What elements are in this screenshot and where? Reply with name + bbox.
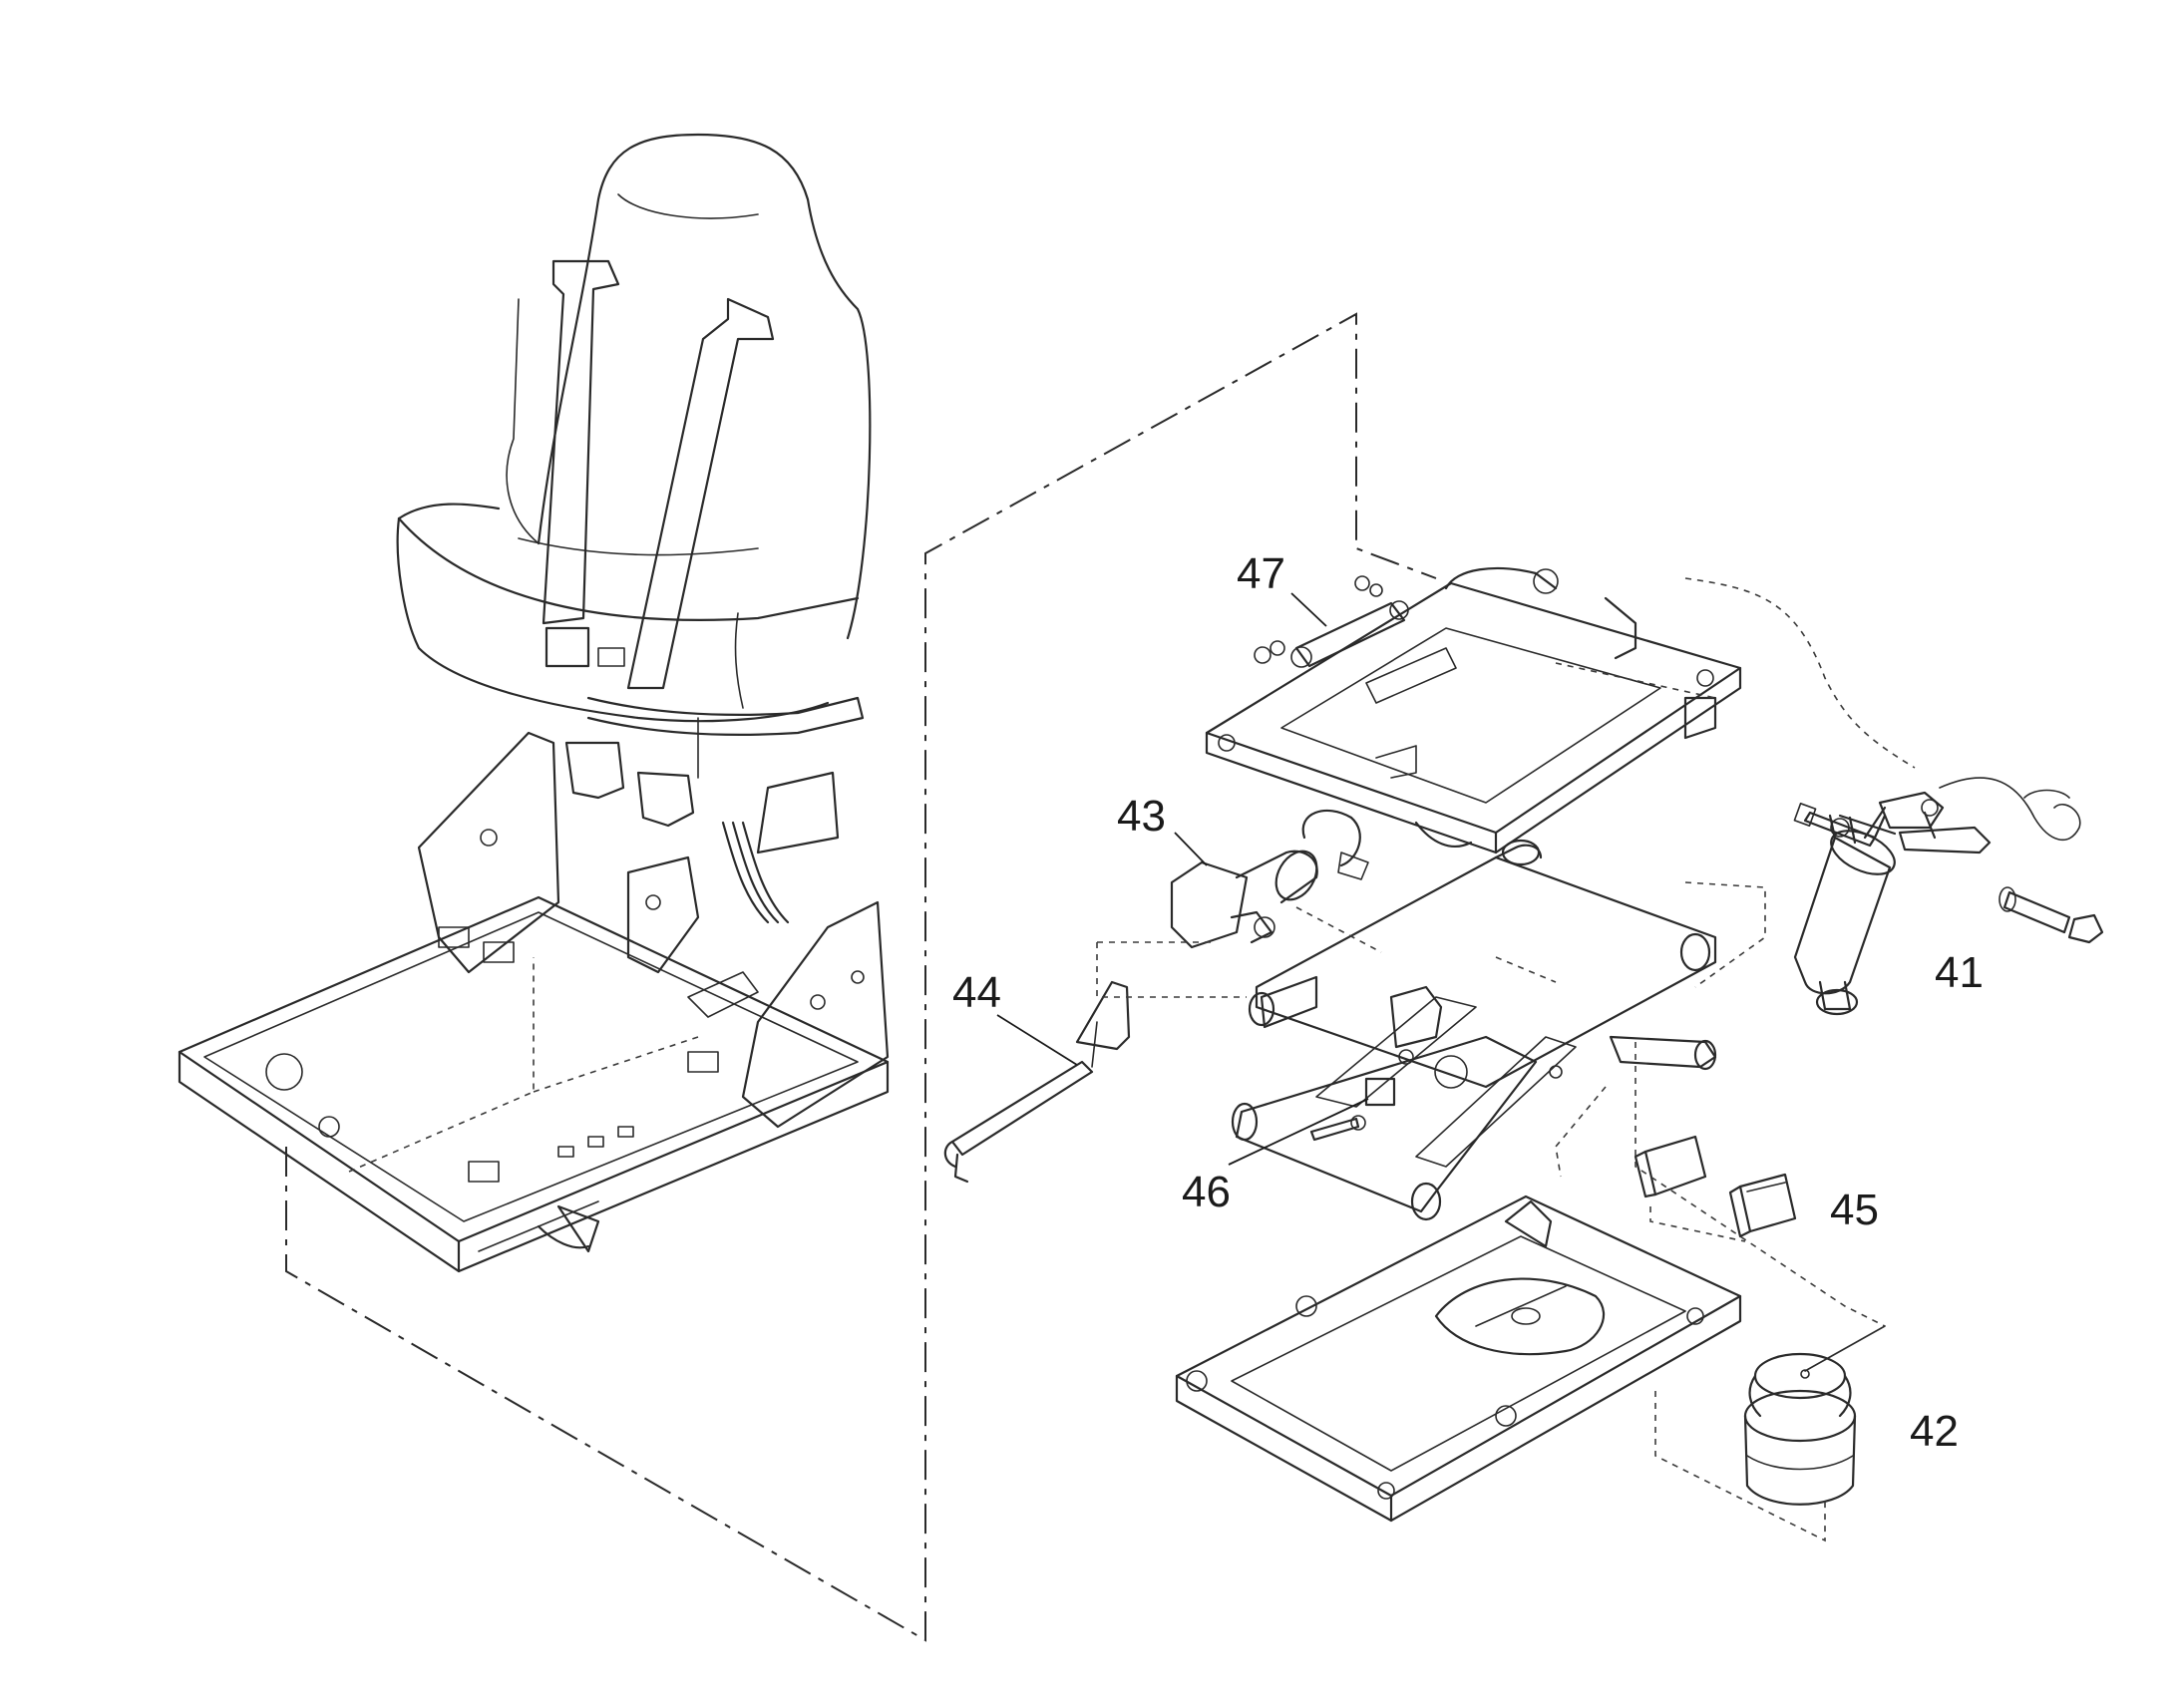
part-43-valve [1170, 809, 1369, 949]
callout-43: 43 [1117, 792, 1166, 841]
callout-44: 44 [952, 968, 1001, 1017]
callout-41: 41 [1935, 948, 1984, 997]
callout-45: 45 [1830, 1186, 1879, 1234]
suspension-top-frame [1205, 566, 1742, 854]
seat-buckles [564, 741, 840, 924]
seat-side-plates [417, 731, 890, 1129]
scissor-mechanism [1231, 839, 1717, 1221]
air-line-hidden [1684, 577, 1916, 769]
part-45-bracket [1634, 1135, 1797, 1238]
seat-belts [542, 259, 865, 779]
part-41-pin-nut [1998, 886, 2104, 944]
seat-frame-hidden-lines [348, 957, 699, 1173]
callout-42: 42 [1910, 1407, 1959, 1456]
seat-backrest [396, 133, 872, 723]
callout-47: 47 [1237, 549, 1285, 598]
part-46-block [1309, 1077, 1396, 1142]
seat-assembly [178, 133, 890, 1273]
part-41-upper-bolt [1793, 803, 1877, 848]
part-42-air-spring [1743, 1325, 1886, 1506]
part-47-damper [1254, 575, 1409, 668]
part-41-shock-absorber [1793, 791, 1992, 1016]
suspension-base-frame [1175, 1195, 1742, 1523]
hidden-connection-lines [1096, 662, 1886, 1542]
explosion-guide-box [285, 312, 1437, 1642]
callout-46: 46 [1182, 1168, 1231, 1216]
part-44-lever [943, 980, 1131, 1184]
seat-base-frame [178, 895, 890, 1273]
callout-leaders [996, 592, 1369, 1166]
air-line-cable [1939, 777, 2081, 842]
